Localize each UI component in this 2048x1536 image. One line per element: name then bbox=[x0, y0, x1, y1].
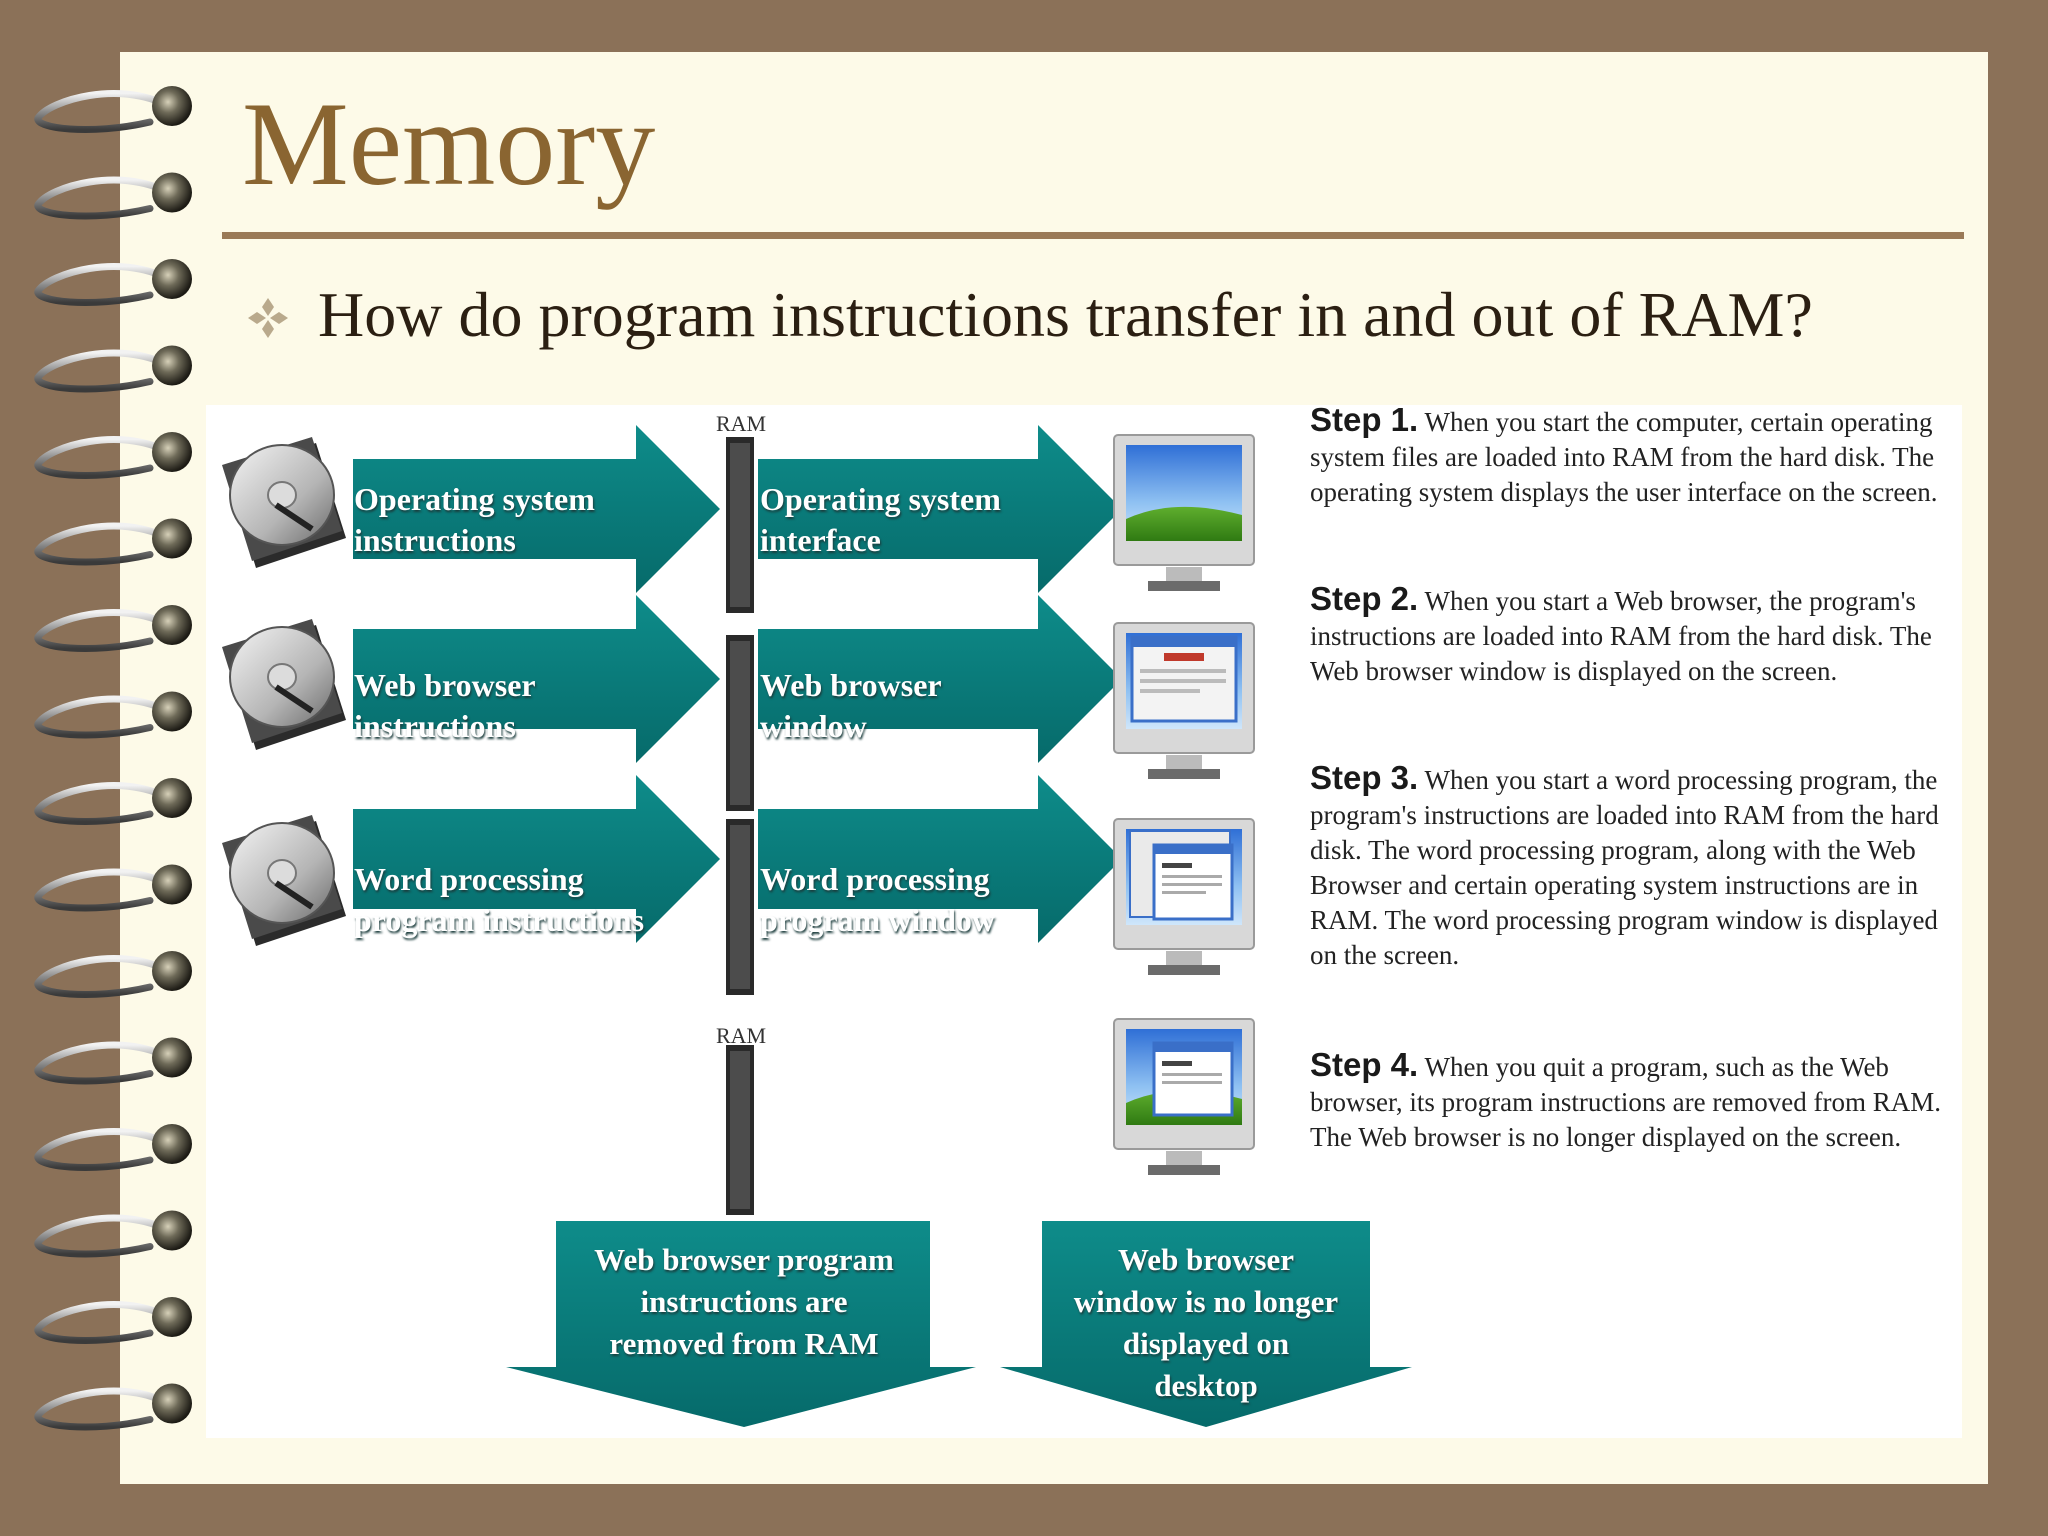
ram-transfer-figure: RAM RAM Operating system instructions Op… bbox=[206, 405, 1962, 1438]
binding-ring bbox=[34, 778, 192, 825]
question-text: How do program instructions transfer in … bbox=[318, 279, 1813, 350]
step-1-text: When you start the computer, certain ope… bbox=[1310, 407, 1938, 507]
figure-graphics bbox=[222, 425, 1412, 1427]
binding-ring bbox=[34, 864, 192, 912]
step-3-text: When you start a word processing program… bbox=[1310, 765, 1939, 970]
monitor-browser-icon bbox=[1113, 622, 1255, 779]
spiral-binding bbox=[34, 86, 192, 1431]
step-3-label: Step 3. bbox=[1310, 759, 1419, 796]
binding-ring bbox=[34, 86, 192, 133]
arrow-wp-window bbox=[758, 775, 1122, 943]
arrow-os-instructions bbox=[353, 425, 720, 593]
monitor-word-processor-icon bbox=[1113, 818, 1255, 975]
binding-ring bbox=[34, 1124, 192, 1171]
ram-chip-bottom bbox=[726, 1045, 754, 1215]
binding-ring bbox=[34, 605, 192, 652]
step-3: Step 3. When you start a word processing… bbox=[1310, 760, 1956, 973]
down-arrow-1-label: Web browser program instructions are rem… bbox=[594, 1242, 894, 1361]
binding-ring bbox=[34, 1210, 192, 1258]
row-2-left-label: Web browser instructions bbox=[354, 667, 536, 744]
monitor-xp-desktop-icon bbox=[1113, 434, 1255, 591]
hard-disk-icon bbox=[222, 437, 346, 568]
binding-ring bbox=[34, 1297, 192, 1344]
diamond-bullet-icon bbox=[248, 298, 288, 338]
ram-chip bbox=[726, 635, 754, 811]
row-1-right-label: Operating system interface bbox=[760, 481, 1001, 558]
ram-label-bottom: RAM bbox=[716, 1023, 767, 1048]
row-3-left-label: Word processing program instructions bbox=[354, 861, 645, 938]
hard-disk-icon bbox=[222, 619, 346, 750]
down-arrow-instructions-removed bbox=[506, 1221, 976, 1427]
binding-ring bbox=[34, 172, 192, 220]
row-3-graphics bbox=[222, 775, 1255, 995]
binding-ring bbox=[34, 345, 192, 393]
step-2-text: When you start a Web browser, the progra… bbox=[1310, 586, 1932, 686]
ram-chip bbox=[726, 437, 754, 613]
title-underline bbox=[222, 232, 1964, 239]
step-1: Step 1. When you start the computer, cer… bbox=[1310, 402, 1956, 510]
step-2: Step 2. When you start a Web browser, th… bbox=[1310, 581, 1956, 689]
arrow-browser-window bbox=[758, 595, 1122, 763]
row-1-left-label: Operating system instructions bbox=[354, 481, 595, 558]
row-1-graphics bbox=[222, 425, 1255, 613]
binding-ring bbox=[34, 259, 192, 306]
binding-ring bbox=[34, 518, 192, 566]
hard-disk-icon bbox=[222, 815, 346, 946]
row-2-graphics bbox=[222, 595, 1255, 811]
step-2-label: Step 2. bbox=[1310, 580, 1419, 617]
down-arrow-2-label: Web browser window is no longer displaye… bbox=[1073, 1242, 1339, 1403]
step-4: Step 4. When you quit a program, such as… bbox=[1310, 1047, 1956, 1155]
arrow-browser-instructions bbox=[353, 595, 720, 763]
row-2-right-label: Web browser window bbox=[760, 667, 942, 744]
down-arrow-window-removed bbox=[1000, 1221, 1412, 1427]
step-4-label: Step 4. bbox=[1310, 1046, 1419, 1083]
arrow-wp-instructions bbox=[353, 775, 720, 943]
binding-ring bbox=[34, 691, 192, 739]
step-4-text: When you quit a program, such as the Web… bbox=[1310, 1052, 1942, 1152]
slide-title: Memory bbox=[242, 77, 656, 210]
arrow-os-interface bbox=[758, 425, 1122, 593]
binding-ring bbox=[34, 1383, 192, 1431]
row-3-right-label: Word processing program window bbox=[760, 861, 995, 938]
binding-ring bbox=[34, 432, 192, 479]
step-1-label: Step 1. bbox=[1310, 401, 1419, 438]
monitor-after-quit-icon bbox=[1113, 1018, 1255, 1175]
ram-chip bbox=[726, 819, 754, 995]
ram-label-top: RAM bbox=[716, 411, 767, 436]
binding-ring bbox=[34, 1037, 192, 1085]
binding-ring bbox=[34, 951, 192, 998]
